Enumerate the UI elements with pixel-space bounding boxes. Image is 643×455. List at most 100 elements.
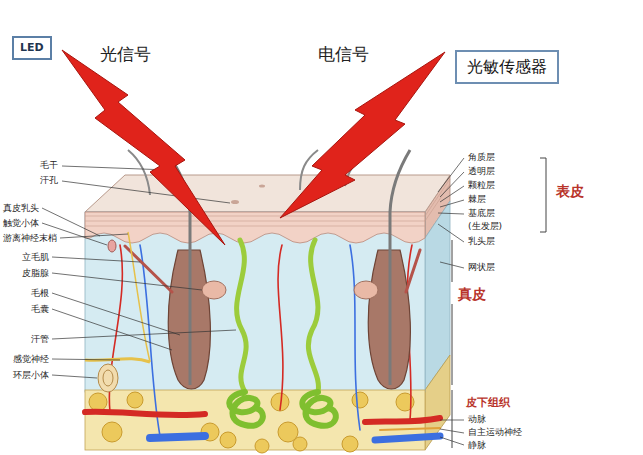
part-label: 表皮 — [556, 183, 584, 200]
signal-label: 电信号 — [318, 44, 369, 64]
capillary-vein — [350, 245, 360, 430]
motor-nerve — [380, 428, 440, 430]
free-nerve-ending — [128, 232, 150, 362]
leader-lines — [440, 186, 464, 202]
layer-brackets — [452, 158, 546, 448]
part-label: 角质层 — [468, 152, 495, 163]
sensor-box: 光敏传感器 — [455, 50, 559, 84]
epidermis-strata — [85, 226, 425, 227]
layer-brackets — [452, 390, 453, 448]
leader-lines — [438, 224, 464, 242]
leader-lines — [440, 200, 464, 207]
epidermis-strata — [85, 221, 425, 222]
part-label: 毛根 — [31, 288, 49, 299]
blood-vessels — [85, 245, 440, 440]
part-label: 环层小体 — [13, 370, 49, 381]
leader-lines — [52, 375, 97, 378]
light-signal-bolt — [62, 50, 225, 245]
leader-lines — [62, 181, 230, 203]
part-label: 颗粒层 — [468, 180, 495, 191]
part-label: 立毛肌 — [22, 252, 49, 263]
box-label: LED — [20, 41, 44, 54]
sebaceous-gland — [202, 281, 226, 299]
part-label: 游离神经末梢 — [3, 233, 57, 244]
part-label: 自主运动神经 — [468, 427, 522, 438]
part-label: 静脉 — [468, 440, 486, 451]
electric-signal-bolt — [280, 52, 445, 218]
fat-cells — [127, 392, 143, 408]
leader-lines — [52, 257, 140, 262]
part-label: 汗管 — [31, 334, 49, 345]
leader-lines — [62, 166, 168, 170]
artery — [85, 412, 205, 415]
artery — [365, 418, 440, 422]
nerve-endings — [85, 232, 150, 392]
pacinian-core — [103, 370, 113, 386]
epidermis-strata — [85, 216, 425, 217]
part-label: 皮脂腺 — [22, 268, 49, 279]
skin-block — [85, 175, 450, 453]
part-label: 感觉神经 — [13, 354, 49, 365]
vein — [150, 436, 205, 438]
fat-cells — [89, 393, 107, 411]
skin-surface-pores — [231, 200, 239, 204]
part-label: 真皮乳头 — [3, 203, 39, 214]
part-label: 棘层 — [468, 194, 486, 205]
leader-lines — [440, 172, 464, 197]
epidermis — [85, 212, 425, 243]
part-label: 动脉 — [468, 414, 486, 425]
fat-cells — [255, 439, 269, 453]
part-label: 基底层 — [468, 208, 495, 219]
part-label: (生发层) — [468, 221, 502, 232]
part-label: 触觉小体 — [3, 218, 39, 229]
hair-right — [354, 150, 420, 389]
box-label: 光敏传感器 — [467, 57, 547, 76]
layer-brackets — [452, 240, 453, 282]
fat-cells — [293, 437, 307, 451]
capillary-vein — [140, 245, 160, 436]
leader-lines — [438, 213, 464, 214]
layer-brackets — [540, 158, 546, 232]
sweat-duct — [308, 240, 318, 392]
leader-lines — [438, 158, 464, 192]
vein — [375, 436, 440, 440]
arrector-pili — [406, 250, 420, 292]
pacinian-corpuscle — [98, 364, 118, 392]
part-label: 毛囊 — [31, 304, 49, 315]
signal-bolts — [62, 50, 445, 245]
meissner-corpuscle — [108, 240, 116, 252]
leader-lines — [60, 234, 128, 238]
sebaceous-gland — [354, 281, 378, 299]
fat-cells — [102, 422, 122, 442]
sweat-coil — [302, 392, 336, 426]
leader-lines — [42, 158, 464, 445]
led-box: LED — [12, 36, 52, 60]
hair-shaft — [390, 150, 410, 385]
capillary-artery — [278, 245, 283, 410]
leader-lines — [52, 309, 172, 350]
leader-lines — [52, 330, 236, 339]
part-label: 乳头层 — [468, 236, 495, 247]
leader-lines — [42, 208, 100, 236]
leader-lines — [52, 359, 120, 360]
part-label: 透明层 — [468, 166, 495, 177]
leader-lines — [52, 273, 202, 290]
fat-cells — [352, 392, 368, 408]
signal-label: 光信号 — [100, 44, 151, 64]
part-label: 网状层 — [468, 262, 495, 273]
skin-surface-pores — [259, 185, 265, 188]
part-label: 皮下组织 — [466, 396, 510, 409]
fat-cells — [220, 432, 236, 448]
leader-lines — [52, 293, 180, 335]
part-label: 毛干 — [40, 160, 58, 171]
part-label: 真皮 — [458, 286, 486, 303]
epidermis-strata — [425, 184, 450, 221]
sweat-coil — [229, 392, 263, 426]
sweat-duct — [237, 240, 247, 392]
part-label: 汗孔 — [40, 175, 58, 186]
layer-brackets — [452, 304, 453, 385]
dermis — [85, 212, 425, 392]
sweat-glands — [229, 240, 336, 426]
fat-cells — [342, 436, 358, 452]
